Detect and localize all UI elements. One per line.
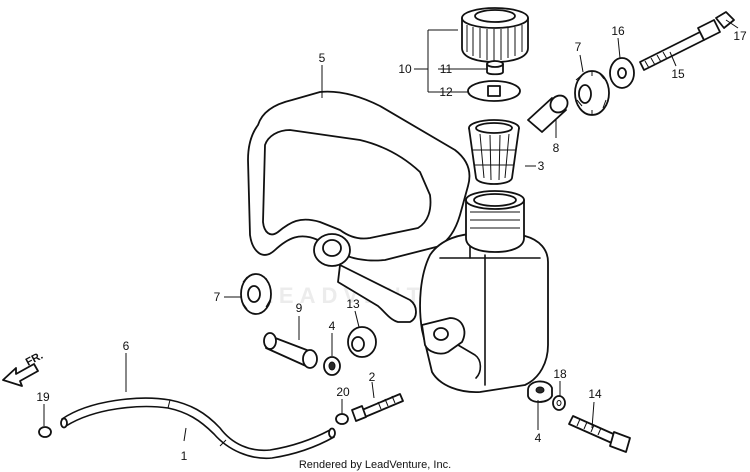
bolt-15 [639, 19, 721, 71]
callout-5: 5 [319, 51, 326, 65]
washer-18 [552, 395, 566, 411]
bolt-14 [568, 415, 631, 453]
callout-2: 2 [369, 370, 376, 384]
callout-7-right: 7 [575, 40, 582, 54]
fuel-strainer [468, 119, 520, 185]
callout-14: 14 [588, 387, 602, 401]
washer-16 [609, 57, 635, 89]
tank-grommet-right [574, 70, 610, 116]
cushion-13 [347, 326, 377, 358]
clip-19 [38, 426, 52, 438]
front-direction-arrow: FR. [2, 350, 45, 387]
nut-4-left [323, 356, 341, 376]
callout-19: 19 [36, 390, 50, 404]
callout-4-left: 4 [329, 319, 336, 333]
callout-6: 6 [123, 339, 130, 353]
nut-17 [715, 11, 735, 29]
callout-16: 16 [611, 24, 625, 38]
fuel-tube [60, 397, 336, 460]
callout-4-right: 4 [535, 431, 542, 445]
callout-10: 10 [398, 62, 412, 76]
callout-12: 12 [439, 85, 453, 99]
callout-9: 9 [296, 301, 303, 315]
callout-15: 15 [671, 67, 685, 81]
cap-packing [486, 60, 504, 76]
bolt-2 [351, 393, 404, 422]
fuel-tank [247, 90, 549, 393]
callout-8: 8 [553, 141, 560, 155]
callout-13: 13 [346, 297, 360, 311]
direction-label: FR. [24, 350, 45, 369]
fuel-cap [461, 7, 529, 63]
leader-lines [43, 19, 739, 442]
nut-4-right [527, 380, 553, 403]
callout-11: 11 [440, 62, 453, 76]
callout-numbers: 1 2 3 4 4 5 6 7 7 8 9 10 11 12 13 14 15 … [36, 24, 747, 463]
callout-18: 18 [553, 367, 567, 381]
cap-gasket [467, 80, 521, 102]
collar-bolt-9 [263, 332, 318, 369]
callout-7-left: 7 [214, 290, 221, 304]
callout-20: 20 [336, 385, 350, 399]
collar [527, 94, 569, 133]
callout-17: 17 [733, 29, 747, 43]
callout-1: 1 [181, 449, 188, 463]
clip-20 [335, 413, 349, 425]
tank-grommet-left [240, 273, 272, 315]
callout-3: 3 [538, 159, 545, 173]
credit-text: Rendered by LeadVenture, Inc. [299, 459, 451, 471]
